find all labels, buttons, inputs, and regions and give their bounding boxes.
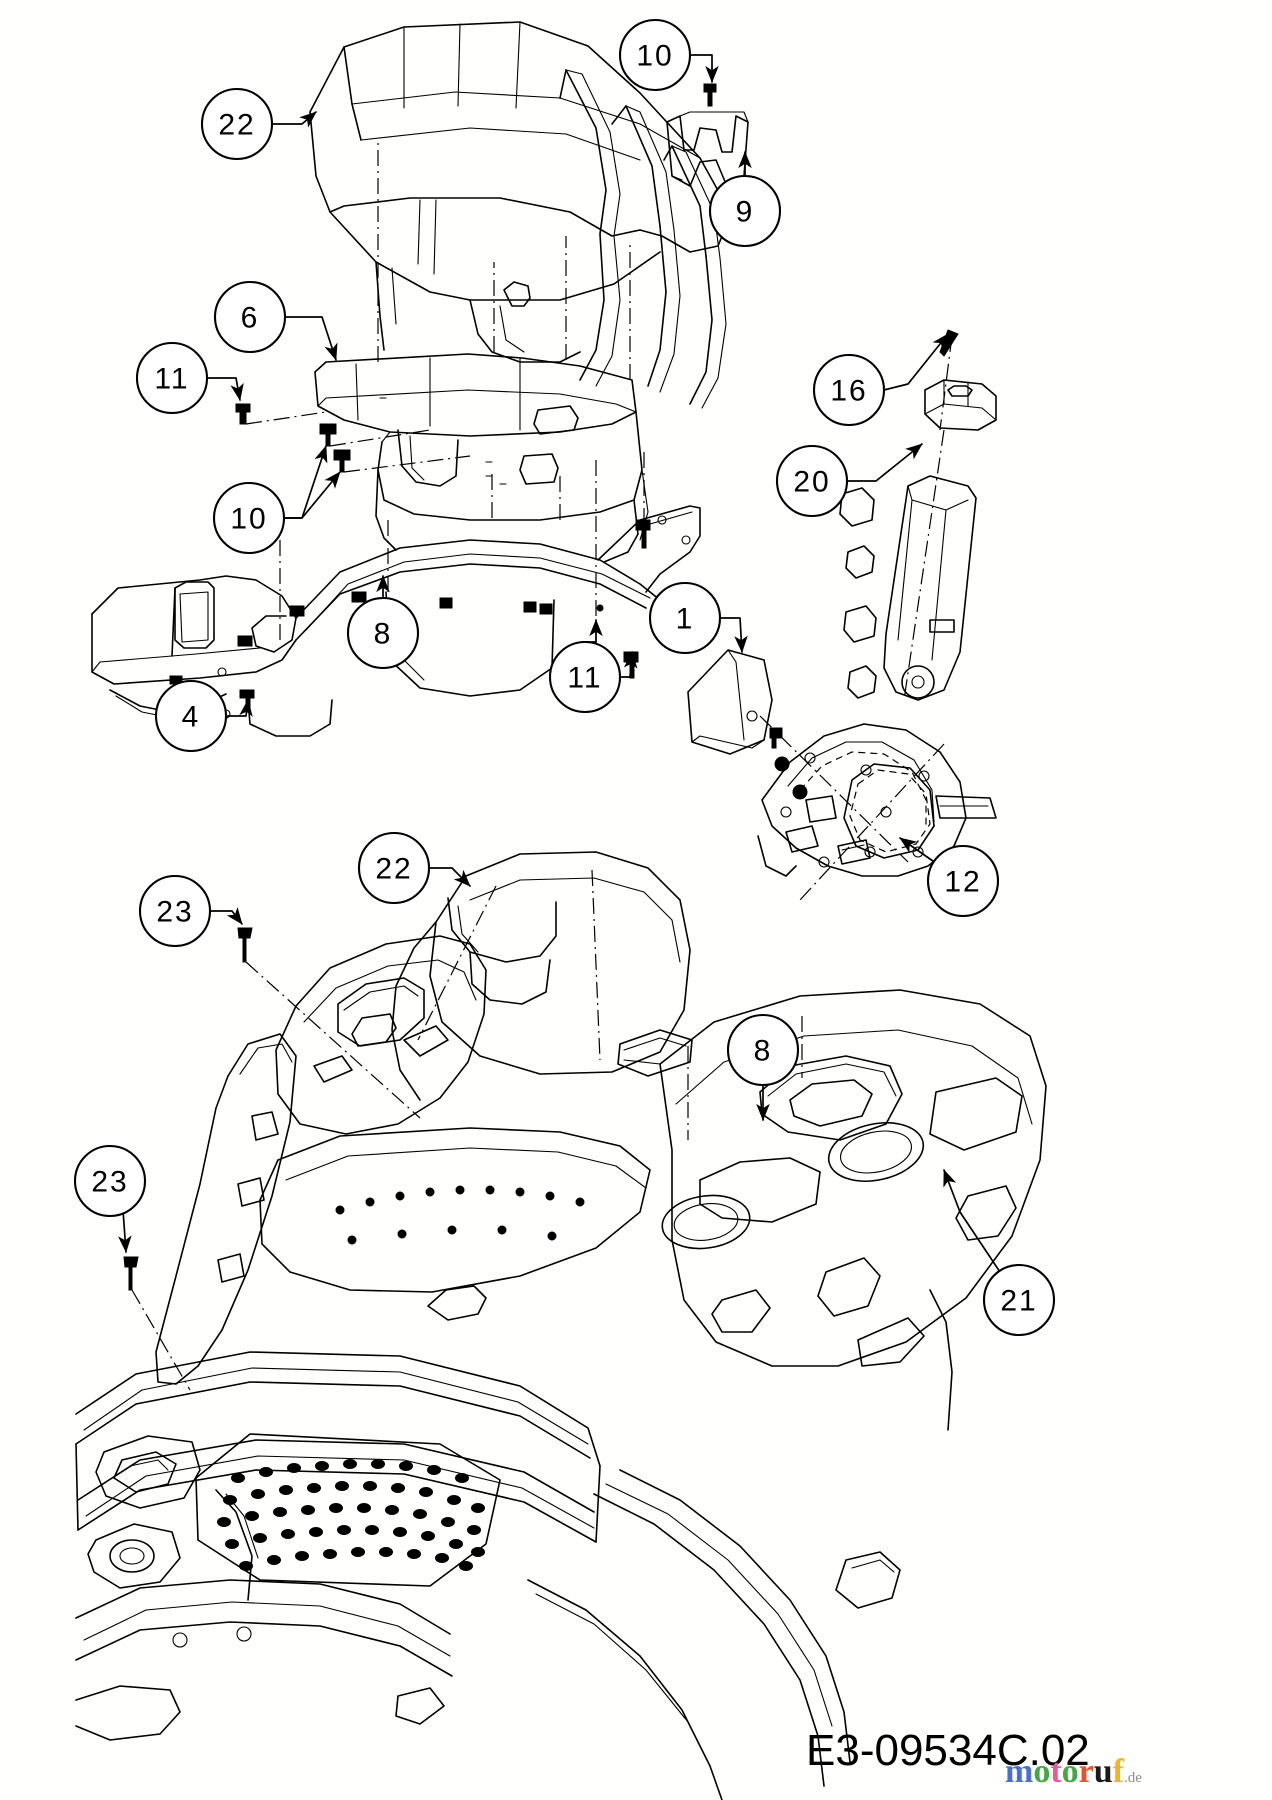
callout-9[interactable]: 9 [708,174,782,248]
callout-circle[interactable] [346,596,420,670]
callout-number: 4 [182,701,201,734]
callout-circle[interactable] [648,581,722,655]
callout-22-hood-top[interactable]: 22 [200,87,274,161]
callout-number: 10 [636,40,673,73]
callout-11-center[interactable]: 11 [548,640,622,714]
callout-number: 23 [156,896,193,929]
callout-8-lower[interactable]: 8 [726,1013,800,1087]
callout-circle[interactable] [357,831,431,905]
callout-circle[interactable] [135,341,209,415]
callout-22-lower[interactable]: 22 [357,831,431,905]
callout-circle[interactable] [775,444,849,518]
watermark-tld: .de [1124,1770,1142,1786]
callout-10-top[interactable]: 10 [618,18,692,92]
muffler-heat-shield [924,379,997,431]
callout-number: 10 [230,503,267,536]
callout-circle[interactable] [548,640,622,714]
callout-circle[interactable] [708,174,782,248]
callout-circle[interactable] [726,1013,800,1087]
watermark-letter: f [1112,1753,1124,1790]
perforation-grid [217,1459,485,1571]
muffler-mount-bracket [757,723,997,877]
callout-12[interactable]: 12 [926,844,1000,918]
rear-fender-body [259,851,1047,1367]
callout-number: 22 [218,109,255,142]
callout-circle[interactable] [73,1144,147,1218]
right-frame-rail-lower [527,1289,953,1800]
callout-23-upper[interactable]: 23 [138,874,212,948]
callout-number: 20 [793,466,830,499]
callout-number: 1 [676,603,695,636]
callout-circle[interactable] [138,874,212,948]
callout-6[interactable]: 6 [213,280,287,354]
callout-21[interactable]: 21 [982,1263,1056,1337]
hood-screw-top [703,83,717,107]
callout-number: 8 [374,618,393,651]
callout-number: 23 [91,1166,128,1199]
callout-number: 11 [154,363,189,396]
watermark-letter: o [1061,1753,1079,1790]
callout-circle[interactable] [200,87,274,161]
rear-frame-footplate [75,1351,601,1741]
panel-cover-part-1 [687,649,773,755]
left-wheel-arch [155,1033,297,1385]
callout-1[interactable]: 1 [648,581,722,655]
callout-16[interactable]: 16 [812,353,886,427]
callout-number: 11 [567,662,602,695]
watermark-letter: u [1093,1753,1113,1790]
callout-circle[interactable] [926,844,1000,918]
hood-strap-bracket [666,111,749,187]
watermark-letter: r [1078,1753,1094,1790]
callout-number: 6 [241,302,260,335]
callout-number: 21 [1000,1285,1037,1318]
callout-8-upper[interactable]: 8 [346,596,420,670]
watermark-letter: m [1005,1753,1034,1790]
callout-circle[interactable] [812,353,886,427]
callout-23-lower[interactable]: 23 [73,1144,147,1218]
callout-20[interactable]: 20 [775,444,849,518]
watermark-letter: o [1033,1753,1051,1790]
watermark-letter: t [1050,1753,1062,1790]
callout-number: 8 [754,1035,773,1068]
fastener-set-body [123,927,253,1291]
callout-number: 16 [830,375,867,408]
callout-circle[interactable] [154,679,228,753]
callout-number: 12 [944,866,981,899]
hood-cowl-assembly [309,21,732,409]
callout-circle[interactable] [212,481,286,555]
callout-number: 22 [375,853,412,886]
callout-10-left[interactable]: 10 [212,481,286,555]
muffler-body [839,475,977,701]
site-watermark: motoruf.de [1005,1755,1142,1789]
dash-support-panel [314,353,649,563]
callout-11-left[interactable]: 11 [135,341,209,415]
callout-circle[interactable] [618,18,692,92]
callout-circle[interactable] [213,280,287,354]
callout-circle[interactable] [982,1263,1056,1337]
callout-number: 9 [736,196,755,229]
callout-4[interactable]: 4 [154,679,228,753]
diagram-code: E3-09534C.02 [806,1726,1090,1775]
assembly-axis-lines [131,142,953,1391]
